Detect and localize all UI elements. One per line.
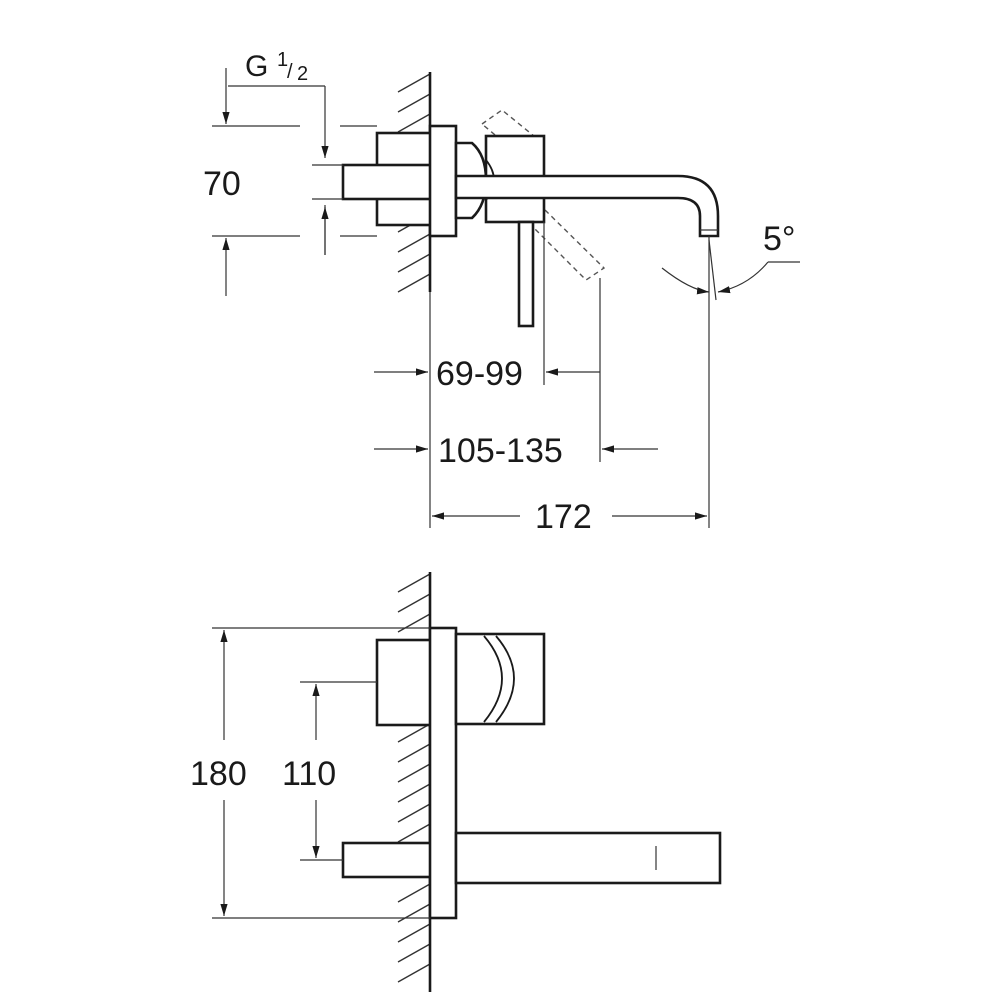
dim-180-label: 180 — [190, 755, 247, 793]
angle-line — [708, 239, 717, 301]
lever-handle — [517, 220, 535, 328]
angle-arc-left — [661, 267, 710, 295]
thread-label: G — [245, 50, 268, 83]
dim-70-label: 70 — [203, 165, 241, 203]
valve-block — [375, 638, 435, 727]
dimension-110: 110 — [282, 681, 377, 861]
dim-69-99-label: 69-99 — [436, 355, 523, 393]
dim-172-label: 172 — [535, 498, 592, 536]
dimension-69-99: 69-99 — [374, 355, 600, 393]
dimension-70: 70 — [203, 68, 377, 296]
front-view: 180 110 — [190, 572, 722, 992]
front-handle — [454, 632, 546, 726]
angle-arc-right — [717, 261, 769, 294]
dimension-105-135: 105-135 — [374, 432, 658, 470]
side-view: 5° G 1 / 2 70 — [203, 49, 800, 536]
wall-hatch-bottom — [397, 572, 432, 992]
dim-105-135-label: 105-135 — [438, 432, 563, 470]
inlet-pipe — [341, 163, 435, 201]
thread-fraction-den: 2 — [297, 63, 308, 85]
thread-dimension: G 1 / 2 — [228, 49, 343, 255]
front-spout — [454, 831, 722, 885]
dim-110-label: 110 — [282, 755, 336, 793]
lever-alt-position — [480, 109, 606, 281]
wall-plate — [428, 124, 458, 238]
angle-label: 5° — [763, 220, 796, 258]
dimension-172: 172 — [432, 498, 707, 536]
thread-fraction-slash: / — [287, 61, 293, 83]
front-wall-plate — [428, 626, 458, 920]
dimension-180: 180 — [190, 627, 430, 919]
front-inlet-pipe — [341, 841, 435, 879]
thread-fraction-num: 1 — [277, 49, 288, 71]
